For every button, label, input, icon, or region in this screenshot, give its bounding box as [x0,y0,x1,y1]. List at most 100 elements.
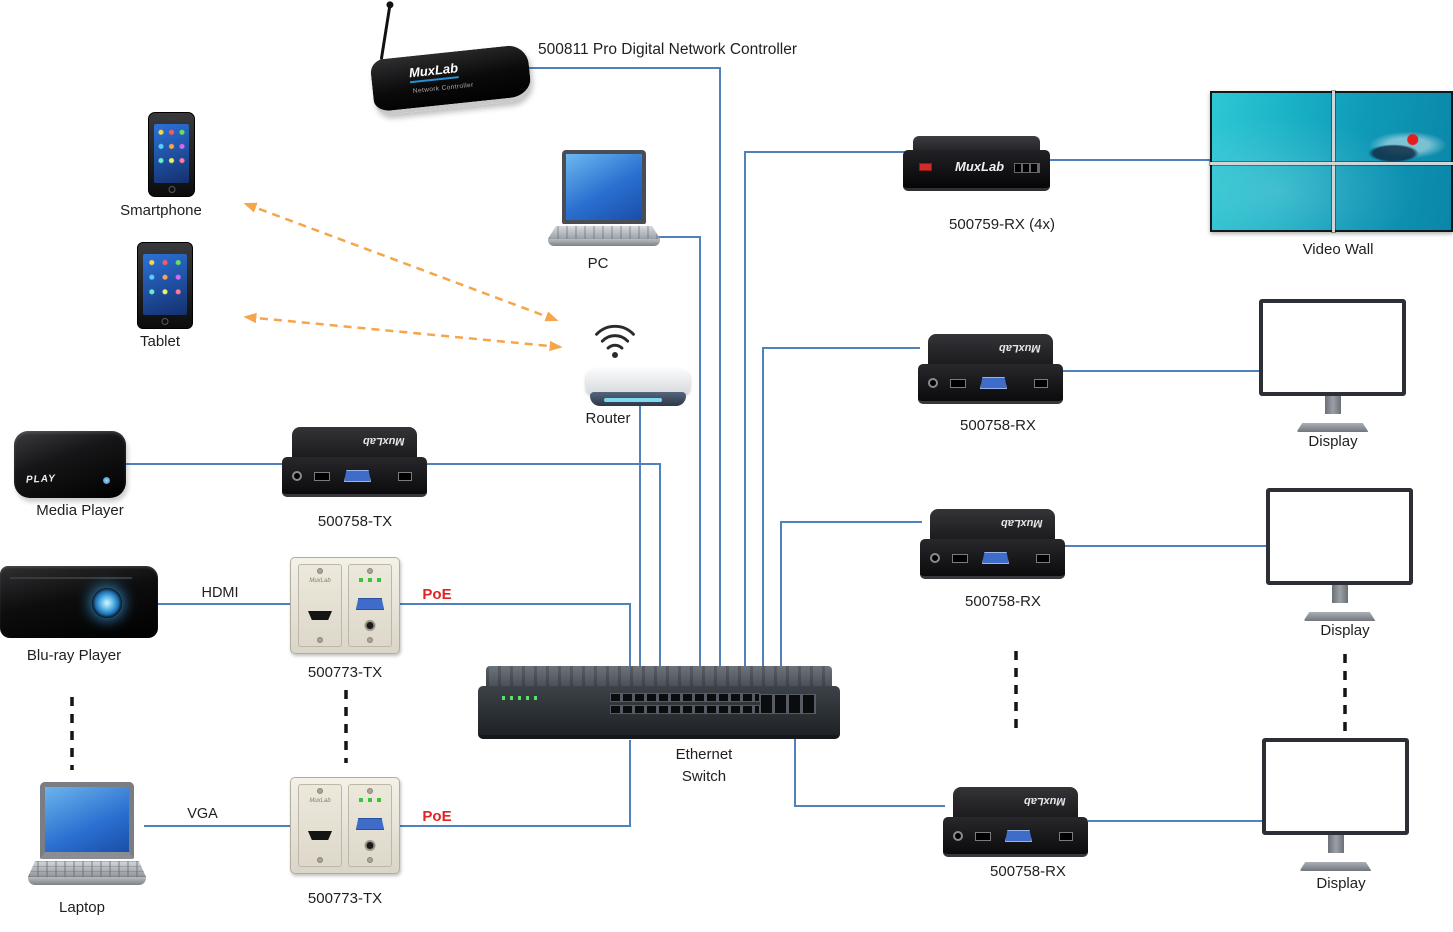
screw [367,857,373,863]
wallplate-500773-tx-bottom-device: MuxLab [290,777,400,874]
vga-connection-label: VGA [187,806,218,822]
screw [317,788,323,794]
ethernet-port [1059,832,1073,841]
device-front-panel [918,364,1063,404]
rx-500758-label-3: 500758-RX [990,863,1066,880]
rx-500758-device-2: MuxLab [920,509,1065,585]
audio-jack [364,620,376,631]
controller-model-text: Network Controller [412,81,475,96]
ethernet-port [398,472,412,481]
muxlab-logo: MuxLab [309,798,331,804]
screw [317,857,323,863]
ethernet-port [1034,379,1048,388]
hdmi-port [975,832,991,841]
wallplate-bottom-label: 500773-TX [307,890,383,907]
ethernet-links [122,67,1268,827]
rx-500758-label-1: 500758-RX [960,417,1036,434]
tx-500758-device: MuxLab [282,427,427,503]
switch-port-row-1 [610,693,760,702]
device-front-panel [920,539,1065,579]
audio-jack [364,840,376,851]
vga-port [982,552,1009,564]
wallplate-left-module: MuxLab [298,784,342,867]
video-wall-bezel-horizontal [1210,161,1453,165]
muxlab-logo: MuxLab [1024,795,1066,807]
power-jack [930,553,940,563]
screw [367,568,373,574]
hdmi-port [308,831,332,840]
network-controller-device: MuxLab Network Controller [368,6,538,117]
router-led-strip [604,398,662,402]
display-device-2 [1266,488,1413,621]
power-jack [292,471,302,481]
tablet-screen [143,254,187,315]
router-label: Router [585,410,631,427]
device-front-panel [282,457,427,497]
router-body [586,368,690,396]
poe-label-top: PoE [422,586,452,603]
device-front-panel [943,817,1088,857]
link-pc-switch [648,236,701,700]
device-top-face: MuxLab [953,787,1078,819]
display-label-2: Display [1320,622,1370,639]
bluray-player-device [0,566,158,638]
vga-port [356,598,384,610]
pc-label: PC [587,255,609,272]
device-top-face [913,136,1040,152]
vga-port [1005,830,1032,842]
display-stand-base [1299,862,1372,871]
vga-port [980,377,1007,389]
router-device [586,320,692,406]
screw [317,637,323,643]
muxlab-logo: MuxLab [309,578,331,584]
wireless-smartphone-router [243,202,559,322]
rx-500758-device-3: MuxLab [943,787,1088,863]
link-controller-switch [527,67,721,700]
display-label-1: Display [1308,433,1358,450]
link-switch-rx758-1 [762,347,920,705]
wallplate-right-module [348,784,392,867]
muxlab-logo: MuxLab [1001,517,1043,529]
muxlab-logo: MuxLab [999,342,1041,354]
link-switch-rx758-3 [794,735,945,807]
ethernet-switch-label: Ethernet Switch [675,746,733,785]
phone-screen [154,124,189,183]
phone-speaker [165,118,178,120]
switch-top-face [486,666,832,688]
tablet-home-button [161,318,169,325]
hdmi-port [314,472,330,481]
screw [367,637,373,643]
device-front-panel: MuxLab [903,150,1050,191]
link-switch-rx758-2 [780,521,922,705]
phone-home-button [168,186,175,193]
output-ports [1014,163,1040,173]
video-wall-label: Video Wall [1302,241,1374,258]
display-screen [1266,488,1413,585]
tx-500758-label: 500758-TX [317,513,393,530]
display-label-3: Display [1316,875,1366,892]
display-device-1 [1259,299,1406,432]
laptop-screen [40,782,134,859]
hdmi-port [308,611,332,620]
status-leds [359,798,381,802]
tablet-label: Tablet [139,333,181,350]
wifi-icon [595,324,635,358]
wireless-links [243,202,563,352]
router-front-panel [590,392,686,406]
device-top-face: MuxLab [930,509,1055,541]
device-top-face: MuxLab [928,334,1053,366]
display-screen [1259,299,1406,396]
vga-port [344,470,371,482]
wallplate-right-module [348,564,392,647]
laptop-label: Laptop [59,899,105,916]
rx-500759-device: MuxLab [903,136,1050,194]
bluray-label: Blu-ray Player [26,647,122,664]
power-jack [928,378,938,388]
vga-port [356,818,384,830]
ethernet-switch-device [478,666,840,743]
disc-slot [10,577,132,579]
link-wallplate2-switch [399,740,631,827]
rx-500759-label: 500759-RX (4x) [949,216,1055,233]
hdmi-port [950,379,966,388]
